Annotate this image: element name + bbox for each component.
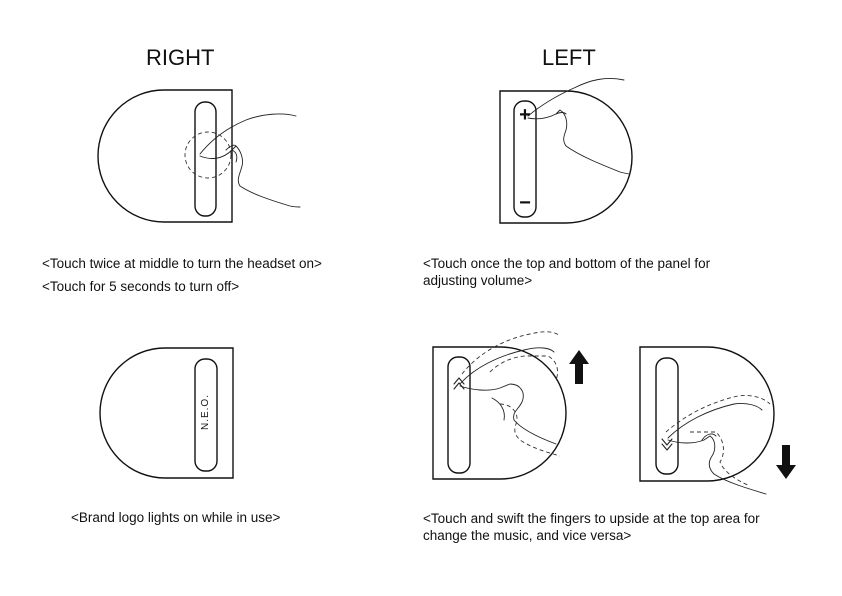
caption-volume-line2: adjusting volume> [423,273,533,288]
heading-right: RIGHT [146,45,215,70]
heading-left: LEFT [542,45,596,70]
finger-hand-sketch [199,113,297,155]
logo-touch-panel [194,358,218,472]
caption-swipe-line1: <Touch and swift the fingers to upside a… [423,511,760,526]
caption-volume-line1: <Touch once the top and bottom of the pa… [423,256,711,271]
caption-logo: <Brand logo lights on while in use> [71,510,281,525]
arrow-up-icon [569,350,589,384]
caption-swipe-line2: change the music, and vice versa> [423,528,632,543]
finger-hand-sketch [527,77,625,117]
caption-power-on: <Touch twice at middle to turn the heads… [42,256,322,271]
volume-down-label: − [519,192,531,214]
volume-up-label: + [519,104,531,126]
finger-hand-sketch [667,403,763,439]
arrow-down-icon [776,445,796,479]
swipe-up-touch-panel [447,356,471,474]
finger-hand-sketch [459,347,555,385]
right-touch-panel [194,101,217,217]
left-touch-panel [513,100,537,218]
swipe-down-touch-panel [655,357,679,475]
double-tap-zone [184,131,232,179]
caption-power-off: <Touch for 5 seconds to turn off> [42,279,240,294]
